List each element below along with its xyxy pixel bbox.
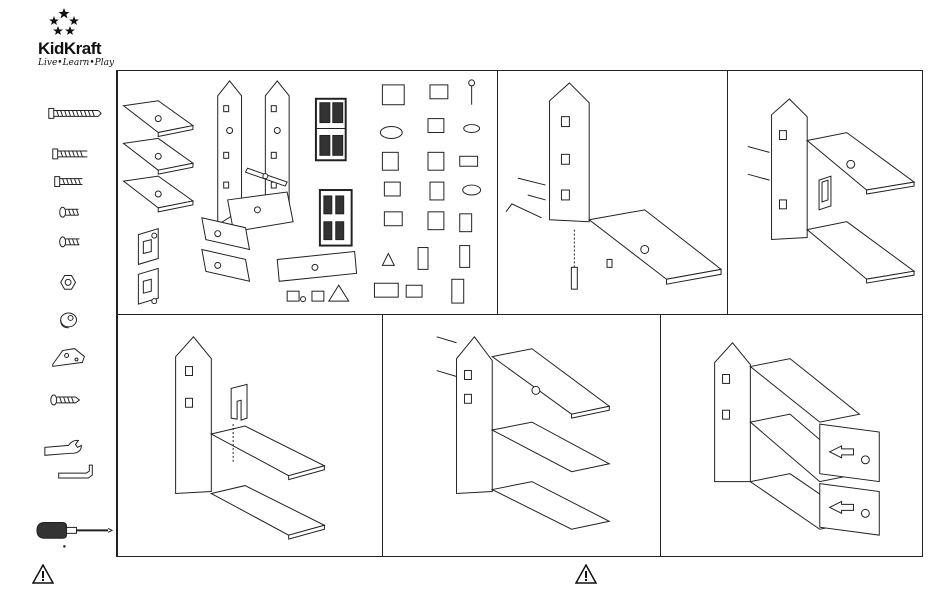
wood-screw-icon [51,395,80,405]
step-3-panel [117,314,383,557]
parts-overview-panel [117,70,498,315]
front-panel-part [316,99,346,160]
long-bolt-icon [49,108,101,118]
bottom-shelf [589,210,721,279]
brand-name: KidKraft [38,39,101,59]
side-wall [550,83,590,222]
warning-icon [32,564,54,584]
short-bolt-icon [55,177,83,187]
small-part [287,285,348,301]
cam-lock-icon [61,313,77,328]
shelf-part [124,138,193,174]
svg-text:●: ● [63,544,67,550]
step-1-panel [497,70,728,315]
divider-part [138,268,158,304]
cam-screw-icon [60,237,80,247]
hardware-panel: ● [33,70,117,557]
stars-icon [36,6,126,42]
warning-icon [575,564,597,584]
base-panel-part [277,252,356,282]
allen-key-icon [59,465,93,478]
furniture-items [374,80,480,303]
brand-tagline: Live•Learn•Play [38,58,114,68]
screwdriver-icon: ● [37,522,112,550]
shelf-part [124,101,193,137]
kidkraft-logo: KidKraft Live•Learn•Play [36,6,126,68]
shelf-part [124,176,193,212]
wrench-icon [45,440,82,455]
step-5-panel [660,314,923,557]
bay-window-part [320,190,352,246]
step-2-panel [727,70,923,315]
divider-part [138,229,158,265]
bracket-icon [53,349,85,367]
small-screw-icon [60,207,79,217]
step-4-panel [382,314,661,557]
nut-icon [61,275,76,289]
medium-bolt-icon [53,149,88,159]
allen-key-icon [506,204,542,218]
back-panel-part [202,250,250,282]
